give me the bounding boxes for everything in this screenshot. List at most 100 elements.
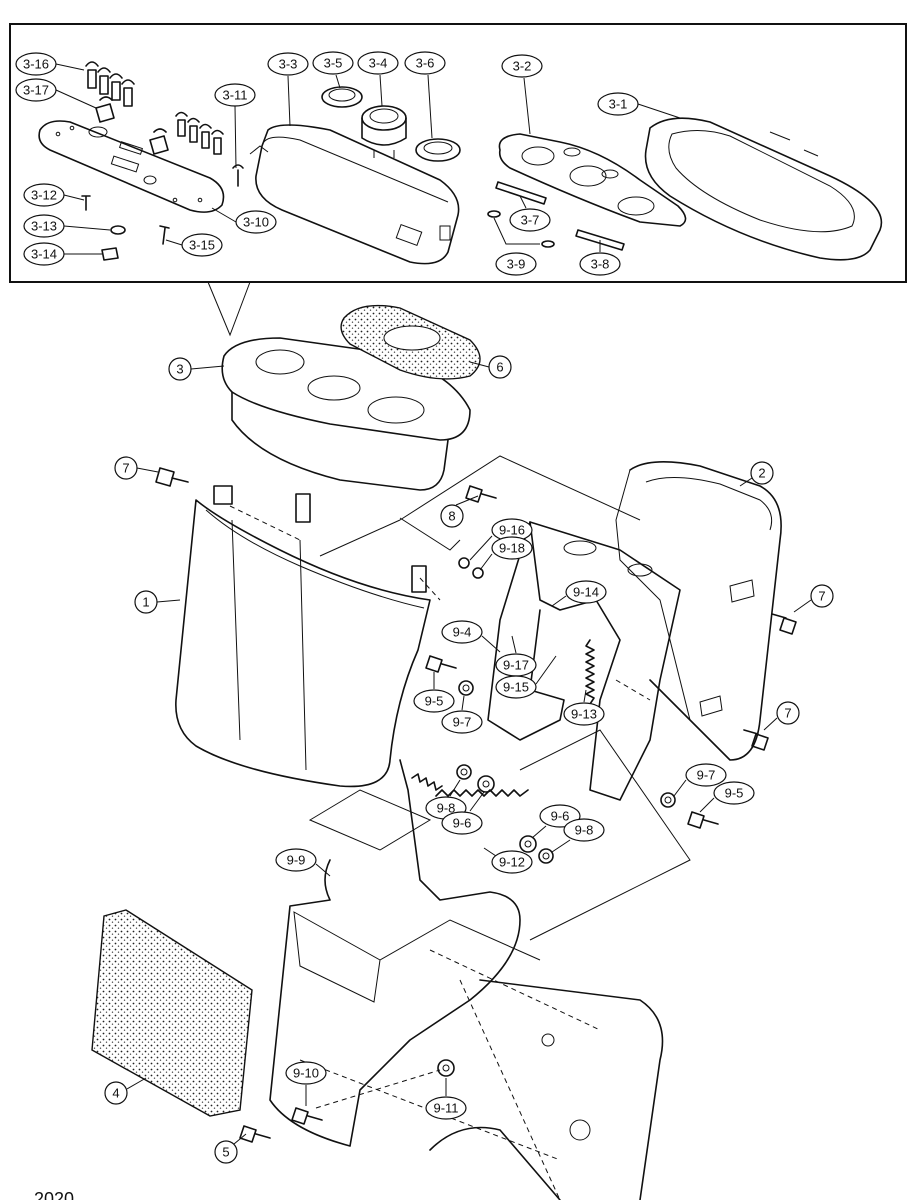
callout-label: 9-12 [499,855,525,870]
plate-3-7 [495,181,547,205]
meter-assembly-3 [221,337,471,491]
drawing-code: 2020 [34,1189,74,1200]
callout-9-18: 9-18 [479,536,533,571]
leader-line [551,839,571,853]
callout-label: 9-8 [437,801,456,816]
leader-line [379,74,383,107]
connector-3-17 [95,96,115,123]
callout-bubble [441,811,483,835]
bezel-3-2 [498,133,687,227]
callout-label: 3-13 [31,219,57,234]
leader-line [335,74,341,89]
callout-bubble [134,590,158,614]
callout-label: 9-18 [499,541,525,556]
callout-label: 9-7 [697,768,716,783]
leader-line [469,535,493,561]
callout-label: 3-4 [369,56,388,71]
callout-bubble [501,54,543,78]
callout-9-15: 9-15 [495,655,557,699]
leader-line [469,791,485,812]
callout-label: 9-15 [503,680,529,695]
leader-line [551,595,567,607]
meter-housing-3-3 [249,124,460,265]
bulb-sockets-right [175,111,224,155]
leader-line [233,1133,247,1145]
callout-3-3: 3-3 [267,52,309,127]
base-frame [299,949,664,1200]
plate-3-8 [575,229,625,251]
leader-line [461,695,465,711]
callout-label: 9-6 [551,809,570,824]
leader-line [449,779,461,797]
leader-line [479,553,493,571]
leader-line [63,194,85,201]
callout-label: 7 [784,706,791,721]
leader-line [136,467,159,473]
callout-3-9: 3-9 [495,252,537,276]
callout-label: 9-9 [287,853,306,868]
callout-3-2: 3-2 [501,54,543,135]
leader-line [739,477,753,487]
leader-line [511,635,517,654]
callout-bubble [441,620,483,644]
washer-3-9a [487,210,501,218]
callout-label: 9-7 [453,715,472,730]
callout-bubble [214,1140,238,1164]
panel-plate-3-10 [38,120,225,213]
callout-bubble [23,242,65,266]
callout-label: 6 [496,360,503,375]
callout-9-10: 9-10 [285,1061,327,1106]
callout-bubble [425,1096,467,1120]
callout-bubble [114,456,138,480]
callout-bubble [441,710,483,734]
callout-3-15: 3-15 [165,233,223,257]
callout-bubble [413,689,455,713]
callout-label: 3-1 [609,97,628,112]
cover-3-1 [644,117,883,261]
callout-bubble [267,52,309,76]
callout-label: 8 [448,509,455,524]
callout-9-8: 9-8 [551,818,605,853]
callout-label: 1 [142,595,149,610]
callout-3-8: 3-8 [579,240,621,276]
callout-label: 9-10 [293,1066,319,1081]
callout-6: 6 [469,355,512,379]
spring-small [411,773,443,791]
callout-bubble [23,214,65,238]
callout-bubble [579,252,621,276]
callout-3-16: 3-16 [15,52,85,76]
callout-bubble [597,92,639,116]
callout-3-13: 3-13 [23,214,111,238]
callout-bubble [214,83,256,107]
callout-bubble [404,51,446,75]
callout-bubble [15,78,57,102]
callout-bubble [491,536,533,560]
callout-label: 4 [112,1086,119,1101]
callout-label: 3-16 [23,57,49,72]
callout-2: 2 [739,461,774,487]
callout-8: 8 [440,495,479,528]
leader-line [483,847,497,857]
callout-3-1: 3-1 [597,92,681,119]
callout-bubble [357,51,399,75]
callout-9-17: 9-17 [495,635,537,677]
spring-9-13 [585,639,595,705]
leader-line [455,495,479,506]
callout-label: 3-6 [416,56,435,71]
callout-bubble [495,675,537,699]
callout-label: 3-2 [513,59,532,74]
screw-3-15 [159,225,170,245]
leader-line [763,717,778,731]
callout-bubble [713,781,755,805]
leader-line [519,195,527,209]
callout-bubble [488,355,512,379]
lever-plate-9-9 [269,759,521,1147]
leader-line [234,105,237,169]
callout-label: 3-7 [521,213,540,228]
callout-3-6: 3-6 [404,51,446,139]
seal-pad-6 [340,304,481,380]
leader-line [469,361,490,368]
bracket-9-4 [487,521,681,801]
bulb-sockets-3-16 [85,61,135,107]
leader-line [481,635,501,653]
